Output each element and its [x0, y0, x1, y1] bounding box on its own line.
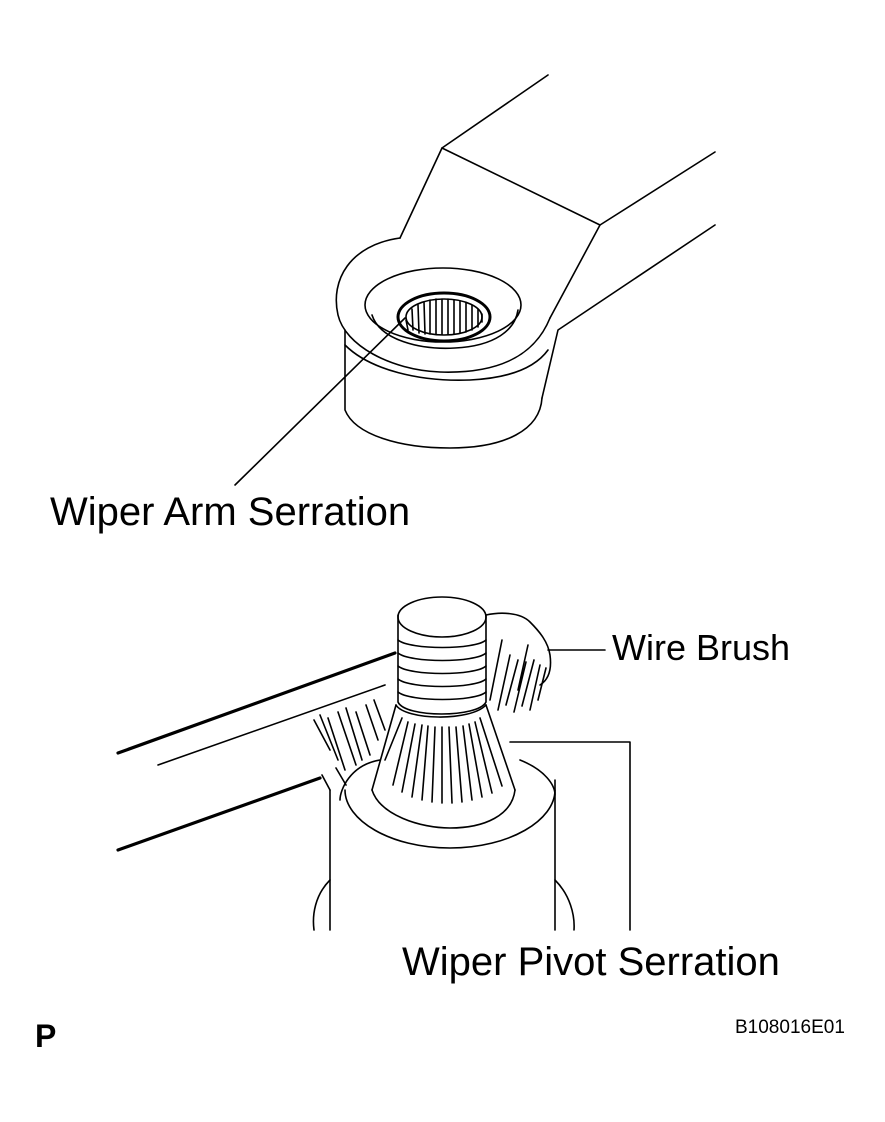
wiper-pivot-serration-label: Wiper Pivot Serration — [402, 940, 780, 984]
figure-code: B108016E01 — [735, 1017, 845, 1038]
wire-brush-label: Wire Brush — [612, 627, 791, 668]
view-letter: P — [35, 1018, 57, 1054]
arm-serration-leader — [235, 318, 405, 485]
pivot-serration-leader — [510, 742, 630, 930]
wiper-pivot-drawing — [118, 597, 630, 930]
wiper-arm-drawing — [235, 75, 715, 485]
wiper-arm-serration-label: Wiper Arm Serration — [50, 490, 411, 534]
